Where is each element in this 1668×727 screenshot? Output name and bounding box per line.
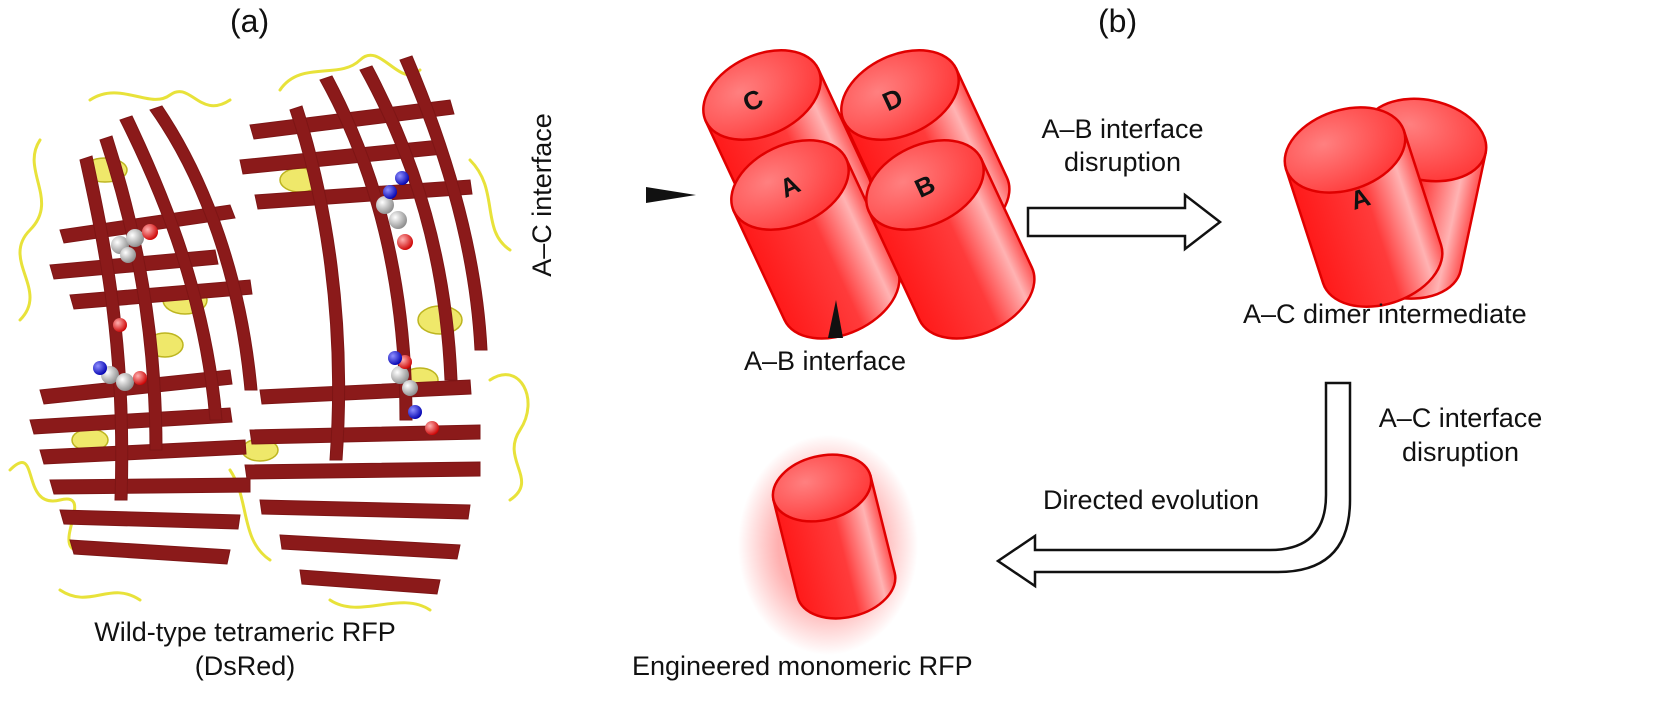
directed-evolution-label: Directed evolution (1043, 485, 1260, 515)
panel-a-label: (a) (230, 3, 270, 39)
step1-label-line1: A–B interface (1041, 114, 1204, 144)
monomer (738, 435, 918, 655)
panel-b-label: (b) (1098, 3, 1138, 39)
step2-arrow (995, 381, 1352, 589)
ab-interface-label: A–B interface (743, 346, 907, 376)
cylinder-c: C (687, 31, 888, 268)
monomer-caption: Engineered monomeric RFP (632, 651, 973, 681)
step1-label-line2: disruption (1063, 147, 1182, 177)
cylinder-a: A (715, 121, 916, 358)
panel-a-caption-line2: (DsRed) (194, 651, 296, 681)
step1-arrow (1026, 192, 1223, 252)
ab-interface-pointer (828, 300, 843, 338)
protein-structure (8, 53, 530, 612)
step2-label-line1: A–C interface (1378, 403, 1543, 433)
tetramer: C D A B (687, 31, 1051, 358)
cylinder-d: D (825, 31, 1026, 268)
dimer-cylinder-a: A (1272, 91, 1455, 323)
dimer-caption: A–C dimer intermediate (1243, 299, 1527, 329)
ac-interface-label: A–C interface (526, 113, 557, 277)
step2-label-line2: disruption (1401, 437, 1520, 467)
dimer: C A (1272, 86, 1496, 323)
panel-a-caption-line1: Wild-type tetrameric RFP (94, 617, 396, 647)
cylinder-b: B (850, 121, 1051, 358)
ac-interface-pointer (646, 187, 696, 203)
